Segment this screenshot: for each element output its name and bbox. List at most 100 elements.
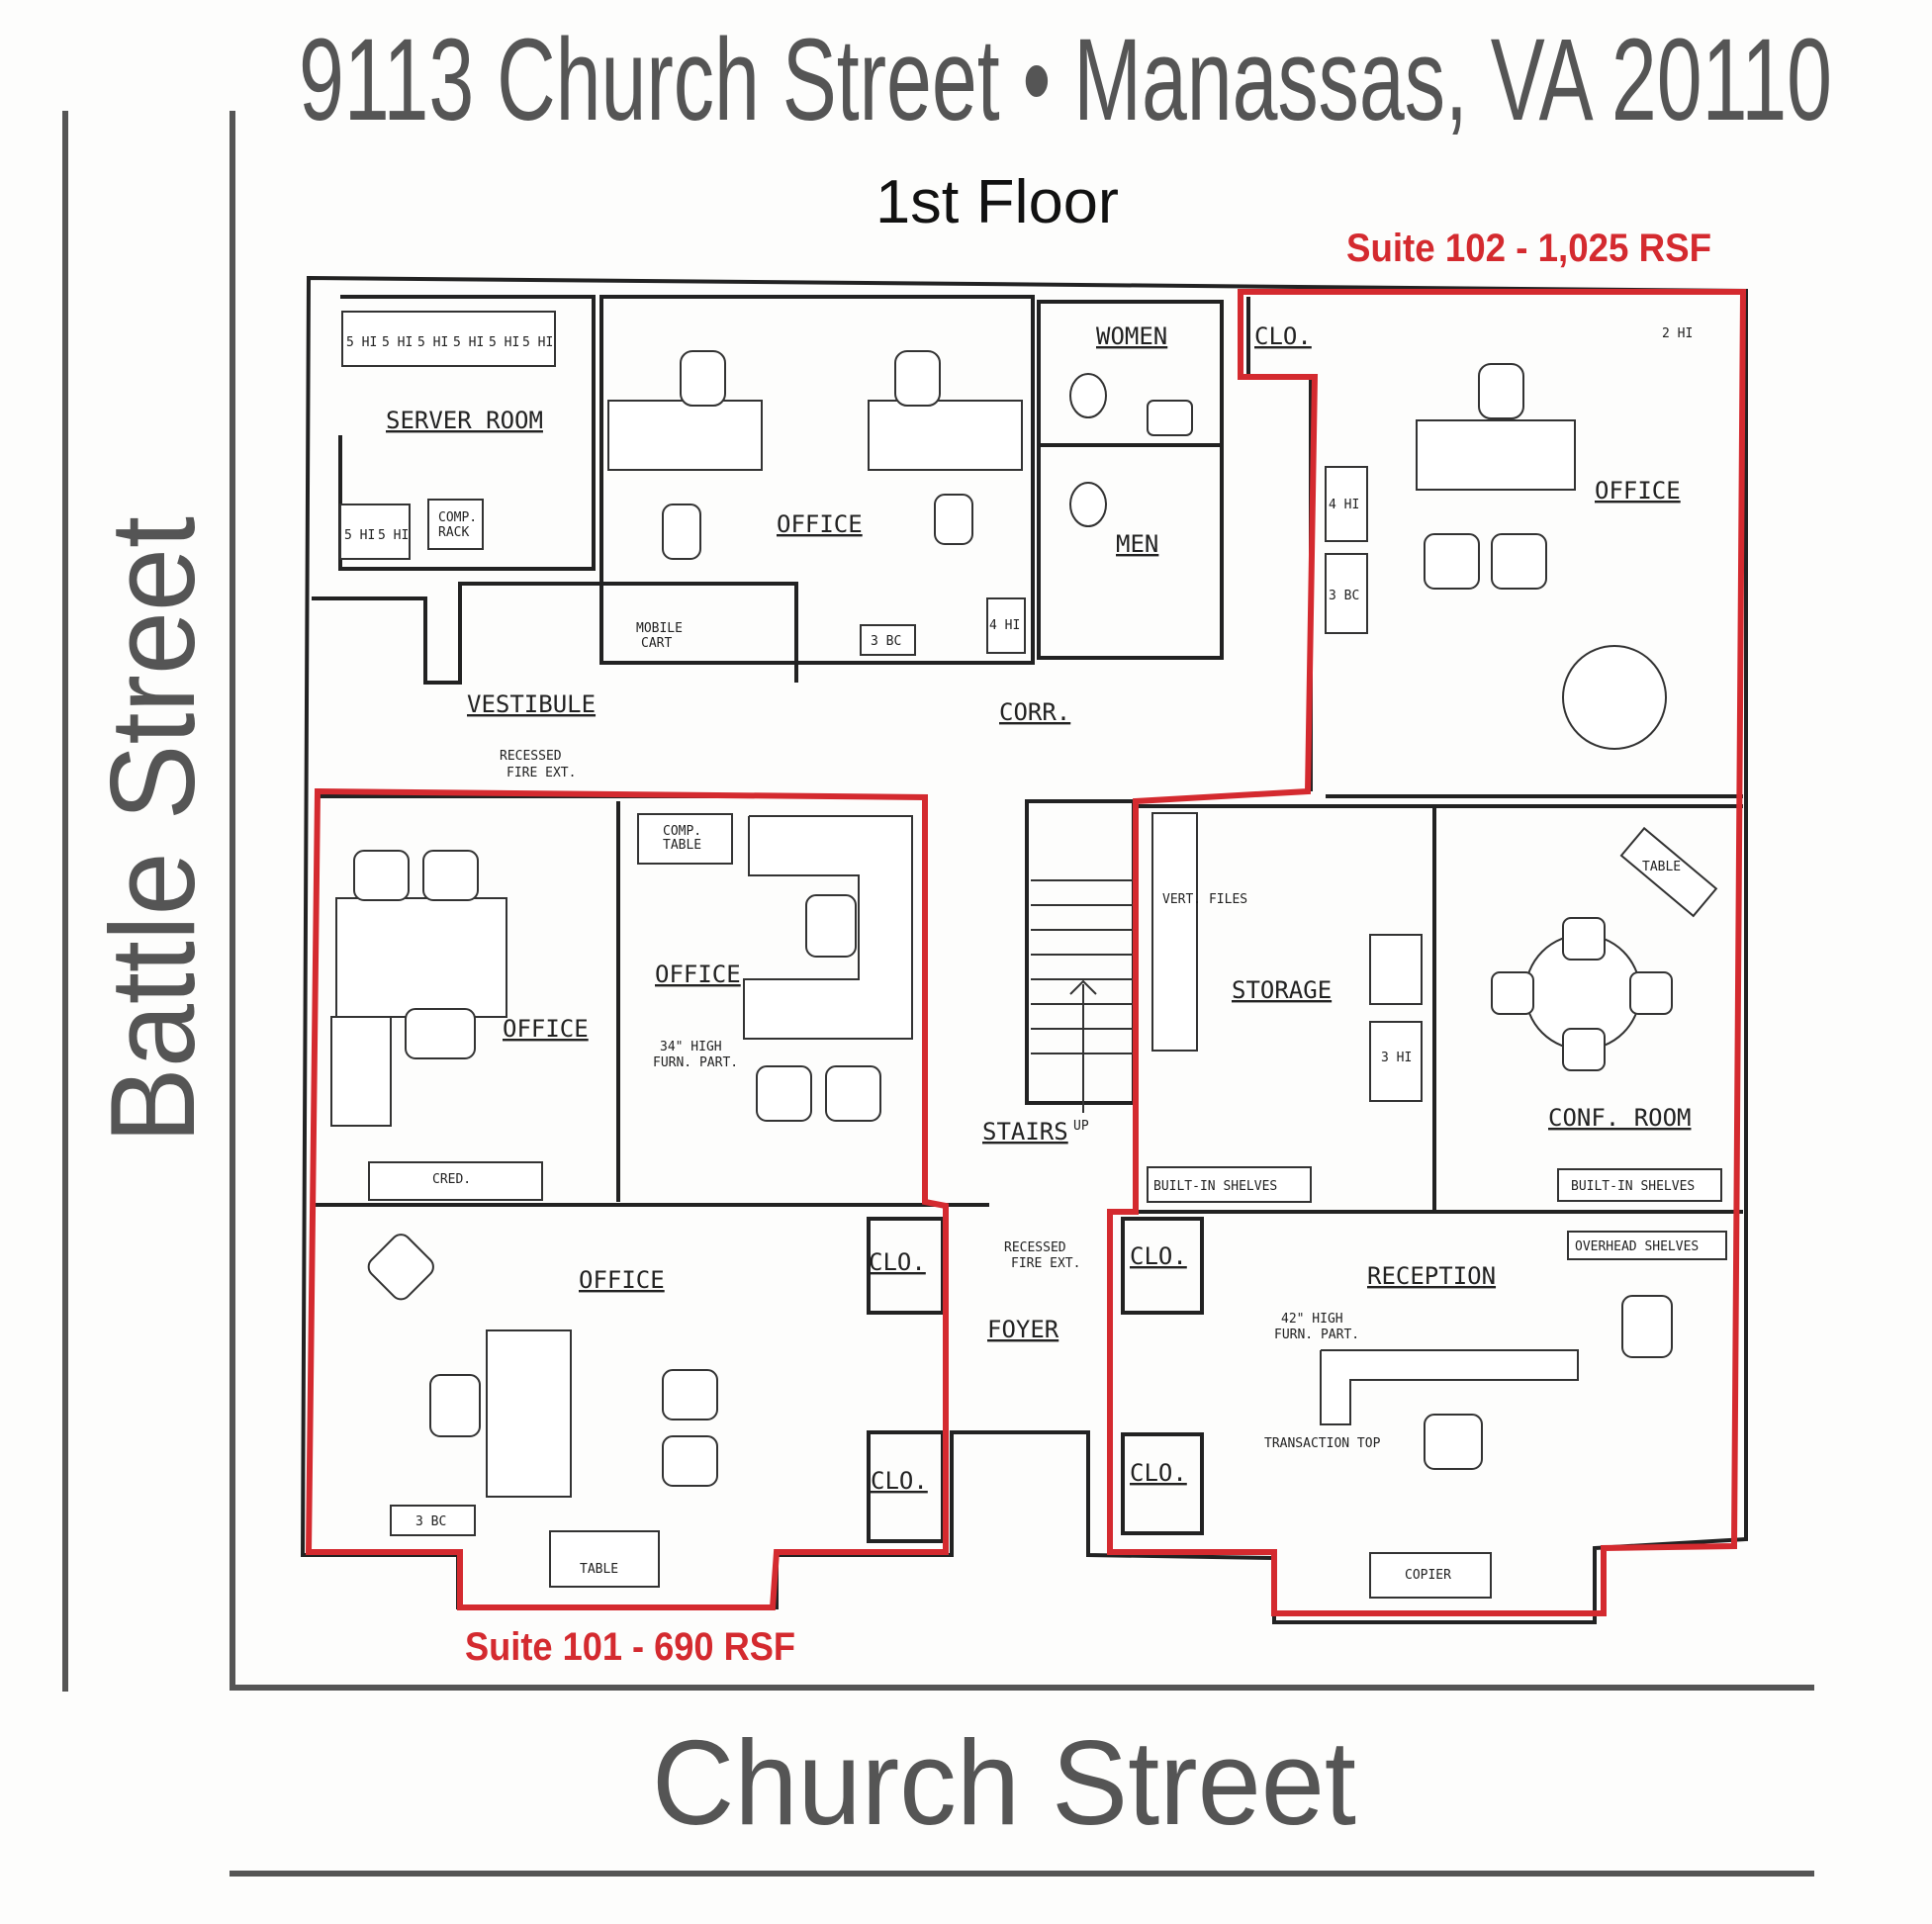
note-transaction-top: TRANSACTION TOP (1264, 1436, 1381, 1451)
room-label-foyer: FOYER (987, 1316, 1059, 1343)
note-recessed-fire-ext: FIRE EXT. (506, 766, 576, 780)
l-desk (743, 815, 913, 1040)
note-vert-files: VERT. FILES (1162, 892, 1247, 907)
note-stairs-up: UP (1073, 1119, 1089, 1134)
room-label-office: OFFICE (579, 1266, 665, 1294)
note-5hi: 5 HI (346, 335, 377, 350)
desk (486, 1329, 572, 1498)
transaction-counter (1320, 1349, 1579, 1425)
suite-102-outline (1107, 289, 1747, 1616)
note-copier: COPIER (1405, 1568, 1451, 1583)
chair (662, 1369, 718, 1420)
chair (1478, 363, 1524, 419)
comp-rack (427, 499, 484, 550)
toilet (1069, 373, 1107, 418)
toilet (1069, 482, 1107, 527)
file-cabinet (1369, 1021, 1423, 1102)
note-34-high: 34" HIGH (660, 1040, 722, 1054)
note-4hi: 4 HI (1329, 498, 1359, 512)
note-5hi: 5 HI (378, 528, 409, 543)
note-5hi: 5 HI (417, 335, 448, 350)
room-label-conf-room: CONF. ROOM (1548, 1104, 1692, 1132)
room-label-corridor: CORR. (999, 698, 1070, 726)
note-comp-table: COMP. (663, 824, 701, 839)
chair (756, 1065, 812, 1122)
file-cabinet (1369, 934, 1423, 1005)
chair (934, 494, 973, 545)
street-lines (62, 111, 1814, 1877)
plan-notes: 5 HI 5 HI 5 HI 5 HI 5 HI 5 HI 5 HI 5 HI … (344, 326, 1699, 1583)
note-5hi: 5 HI (522, 335, 553, 350)
note-mobile-cart: CART (641, 636, 672, 651)
room-label-reception: RECEPTION (1367, 1262, 1496, 1290)
room-label-closet: CLO. (869, 1248, 926, 1276)
room-labels: SERVER ROOM OFFICE WOMEN MEN CLO. OFFICE… (386, 322, 1692, 1495)
vert-files (1151, 812, 1198, 1052)
note-4hi: 4 HI (989, 618, 1020, 633)
server-vestibule-wall (312, 582, 798, 685)
floor-label: 1st Floor (875, 168, 1119, 236)
built-in-shelves (1557, 1168, 1722, 1202)
room-label-stairs: STAIRS (982, 1118, 1068, 1145)
note-mobile-cart: MOBILE (636, 621, 683, 636)
closet-wall (1121, 1432, 1204, 1535)
room-label-men: MEN (1116, 530, 1158, 558)
note-built-in-shelves: BUILT-IN SHELVES (1153, 1179, 1277, 1194)
chair (1491, 971, 1534, 1015)
copier (1369, 1552, 1492, 1599)
note-recessed-fire-ext: RECESSED (500, 749, 562, 764)
bookcase (860, 624, 916, 656)
desk (868, 400, 1023, 471)
note-5hi: 5 HI (344, 528, 375, 543)
room-label-closet: CLO. (1130, 1459, 1187, 1487)
room-label-office: OFFICE (503, 1015, 589, 1043)
church-street-label: Church Street (652, 1715, 1356, 1850)
server-rack-cabinets (341, 311, 556, 367)
suite-101-outline (305, 787, 949, 1610)
note-table: TABLE (580, 1562, 618, 1577)
stair-treads (1031, 879, 1134, 1113)
table (549, 1530, 660, 1588)
conf-side-table (1619, 826, 1718, 918)
built-in-shelves (1147, 1166, 1312, 1203)
chair (805, 894, 857, 958)
note-comp-rack: COMP. (438, 510, 477, 525)
note-5hi: 5 HI (453, 335, 484, 350)
closet-wall (1121, 1217, 1204, 1315)
corridor-wall (1246, 297, 1313, 791)
room-label-vestibule: VESTIBULE (467, 690, 596, 718)
note-5hi: 5 HI (382, 335, 413, 350)
bookcase (390, 1505, 476, 1536)
note-2hi: 2 HI (1662, 326, 1693, 341)
restroom-wall (1037, 300, 1224, 660)
note-recessed-fire-ext: FIRE EXT. (1011, 1256, 1080, 1271)
note-furn-part: FURN. PART. (1274, 1328, 1359, 1342)
desk (335, 897, 507, 1018)
address-title: 9113 Church Street • Manassas, VA 20110 (299, 15, 1832, 145)
room-label-women: WOMEN (1096, 322, 1167, 350)
room-label-storage: STORAGE (1232, 976, 1332, 1004)
chair (429, 1374, 481, 1437)
desk (1416, 419, 1576, 491)
suite-102-label: Suite 102 - 1,025 RSF (1346, 227, 1711, 270)
chair (662, 1435, 718, 1487)
note-furn-part: FURN. PART. (653, 1055, 738, 1070)
note-table: TABLE (1642, 860, 1681, 874)
note-comp-rack: RACK (438, 525, 469, 540)
stair-wall (1025, 799, 1136, 1105)
bookcase (1325, 553, 1368, 634)
chair (1562, 917, 1606, 961)
file-cabinet (986, 597, 1026, 654)
chair (825, 1065, 881, 1122)
chair (1621, 1295, 1673, 1358)
overhead-shelves (1567, 1231, 1727, 1260)
chair (1491, 533, 1547, 590)
room-label-closet: CLO. (871, 1467, 928, 1495)
room-label-closet: CLO. (1130, 1242, 1187, 1270)
battle-street-label: Battle Street (85, 516, 220, 1144)
file-cabinet (1325, 466, 1368, 542)
chair (680, 350, 726, 407)
note-recessed-fire-ext: RECESSED (1004, 1240, 1066, 1255)
